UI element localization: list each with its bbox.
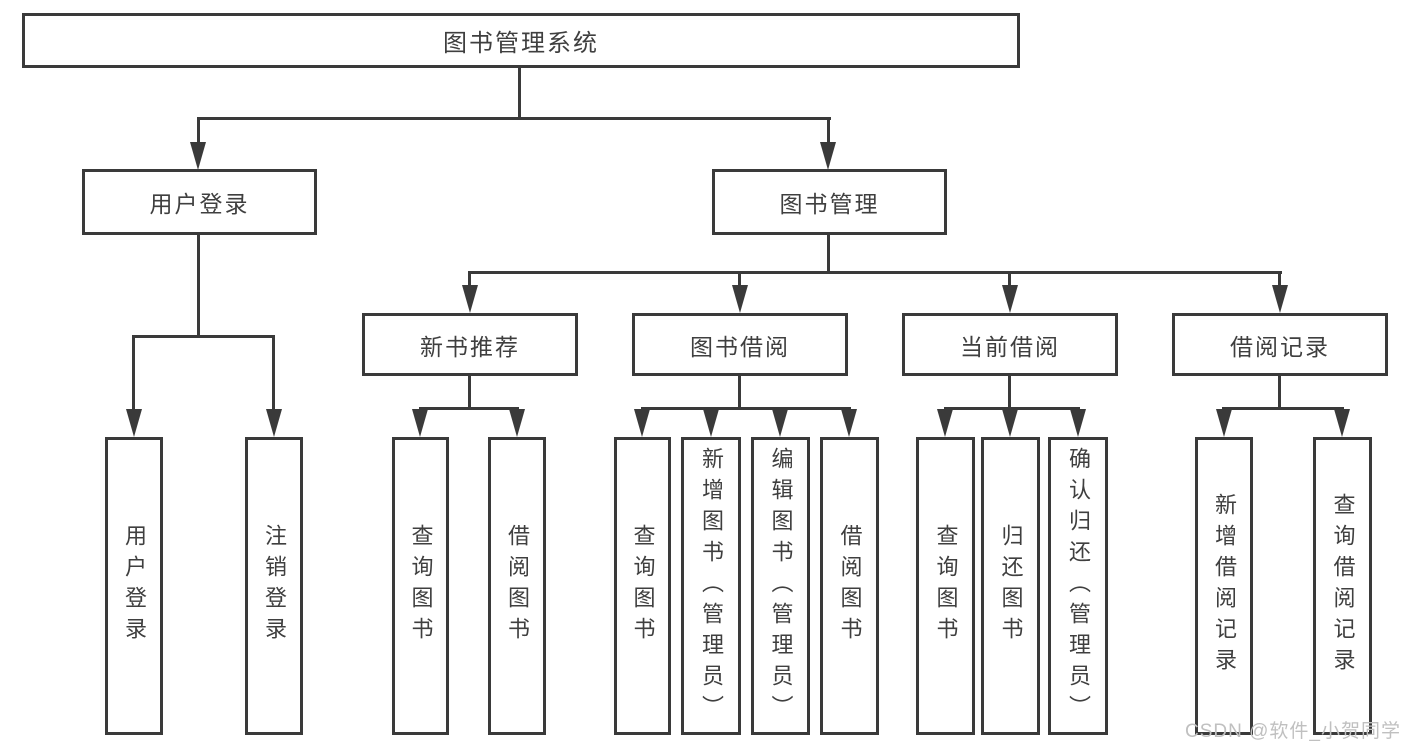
arrow-to-leaf-query-borrow-record bbox=[1334, 409, 1350, 437]
node-current-borrow: 当前借阅 bbox=[902, 313, 1118, 376]
node-user-login: 用户登录 bbox=[82, 169, 317, 235]
arrow-to-leaf-query-books-3 bbox=[937, 409, 953, 437]
arrow-to-current-borrow bbox=[1002, 285, 1018, 313]
node-new-book-recommend-label: 新书推荐 bbox=[420, 333, 520, 360]
leaf-edit-books-admin-label: 编辑图书（管理员） bbox=[768, 446, 794, 726]
arrow-to-leaf-add-books-admin bbox=[703, 409, 719, 437]
edge-user-login-drop bbox=[197, 234, 200, 338]
arrow-to-leaf-user-login bbox=[126, 409, 142, 437]
leaf-add-books-admin-label: 新增图书（管理员） bbox=[699, 446, 724, 726]
leaf-borrow-books-2: 借阅图书 bbox=[820, 437, 879, 735]
leaf-user-login-label: 用户登录 bbox=[122, 524, 147, 648]
arrow-to-user-login bbox=[190, 142, 206, 170]
leaf-query-borrow-record: 查询借阅记录 bbox=[1313, 437, 1372, 735]
edge-to-book-management-shaft bbox=[827, 117, 830, 144]
leaf-return-books: 归还图书 bbox=[981, 437, 1040, 735]
leaf-add-borrow-record: 新增借阅记录 bbox=[1195, 437, 1253, 735]
arrow-to-leaf-borrow-books-2 bbox=[841, 409, 857, 437]
arrow-to-leaf-return-books bbox=[1002, 409, 1018, 437]
edge-current-borrow-drop bbox=[1008, 374, 1011, 410]
leaf-user-login: 用户登录 bbox=[105, 437, 163, 735]
edge-to-book-borrow-shaft bbox=[738, 271, 741, 287]
leaf-query-books-1-label: 查询图书 bbox=[408, 524, 434, 648]
edge-new-book-recommend-drop bbox=[468, 374, 471, 410]
node-current-borrow-label: 当前借阅 bbox=[960, 333, 1060, 360]
edge-new-book-recommend-split bbox=[419, 407, 519, 410]
leaf-borrow-books-1-label: 借阅图书 bbox=[505, 524, 530, 648]
edge-to-leaf-logout-shaft bbox=[272, 335, 275, 411]
edge-to-borrow-records-shaft bbox=[1278, 271, 1281, 287]
edge-root-drop bbox=[518, 66, 521, 119]
leaf-query-books-3: 查询图书 bbox=[916, 437, 975, 735]
edge-to-new-book-recommend-shaft bbox=[468, 271, 471, 287]
edge-user-login-split bbox=[132, 335, 275, 338]
leaf-add-books-admin: 新增图书（管理员） bbox=[681, 437, 741, 735]
node-root-label: 图书管理系统 bbox=[443, 30, 599, 57]
node-book-borrow: 图书借阅 bbox=[632, 313, 848, 376]
node-user-login-label: 用户登录 bbox=[149, 191, 250, 217]
leaf-borrow-books-2-label: 借阅图书 bbox=[837, 524, 863, 648]
arrow-to-new-book-recommend bbox=[462, 285, 478, 313]
edge-book-management-split bbox=[468, 271, 1282, 274]
leaf-add-borrow-record-label: 新增借阅记录 bbox=[1212, 493, 1237, 679]
leaf-query-books-3-label: 查询图书 bbox=[933, 524, 959, 648]
node-new-book-recommend: 新书推荐 bbox=[362, 313, 578, 376]
edge-current-borrow-split bbox=[944, 407, 1080, 410]
arrow-to-book-management bbox=[820, 142, 836, 170]
arrow-to-leaf-add-borrow-record bbox=[1216, 409, 1232, 437]
arrow-to-borrow-records bbox=[1272, 285, 1288, 313]
edge-to-current-borrow-shaft bbox=[1008, 271, 1011, 287]
arrow-to-leaf-edit-books-admin bbox=[772, 409, 788, 437]
node-borrow-records-label: 借阅记录 bbox=[1230, 333, 1330, 360]
leaf-return-books-label: 归还图书 bbox=[998, 524, 1024, 648]
csdn-watermark: CSDN @软件_小贺同学 bbox=[1185, 721, 1401, 742]
edge-book-management-drop bbox=[827, 234, 830, 274]
edge-book-borrow-split bbox=[641, 407, 851, 410]
leaf-query-borrow-record-label: 查询借阅记录 bbox=[1330, 493, 1356, 679]
leaf-query-books-1: 查询图书 bbox=[392, 437, 449, 735]
node-book-management-label: 图书管理 bbox=[779, 191, 880, 217]
edge-root-split bbox=[197, 117, 831, 120]
arrow-to-book-borrow bbox=[732, 285, 748, 313]
leaf-confirm-return-admin-label: 确认归还（管理员） bbox=[1066, 446, 1091, 726]
arrow-to-leaf-confirm-return-admin bbox=[1070, 409, 1086, 437]
leaf-logout: 注销登录 bbox=[245, 437, 303, 735]
leaf-query-books-2: 查询图书 bbox=[614, 437, 671, 735]
edge-to-leaf-user-login-shaft bbox=[132, 335, 135, 411]
leaf-edit-books-admin: 编辑图书（管理员） bbox=[751, 437, 810, 735]
leaf-confirm-return-admin: 确认归还（管理员） bbox=[1048, 437, 1108, 735]
edge-book-borrow-drop bbox=[738, 374, 741, 410]
leaf-borrow-books-1: 借阅图书 bbox=[488, 437, 546, 735]
arrow-to-leaf-logout bbox=[266, 409, 282, 437]
node-book-borrow-label: 图书借阅 bbox=[690, 333, 790, 360]
edge-borrow-records-drop bbox=[1278, 374, 1281, 410]
arrow-to-leaf-query-books-2 bbox=[634, 409, 650, 437]
node-root-library-management-system: 图书管理系统 bbox=[22, 13, 1020, 68]
arrow-to-leaf-query-books-1 bbox=[412, 409, 428, 437]
arrow-to-leaf-borrow-books-1 bbox=[509, 409, 525, 437]
edge-borrow-records-split bbox=[1222, 407, 1344, 410]
node-borrow-records: 借阅记录 bbox=[1172, 313, 1388, 376]
leaf-query-books-2-label: 查询图书 bbox=[630, 524, 656, 648]
node-book-management: 图书管理 bbox=[712, 169, 947, 235]
leaf-logout-label: 注销登录 bbox=[262, 524, 287, 648]
edge-to-user-login-shaft bbox=[197, 117, 200, 144]
